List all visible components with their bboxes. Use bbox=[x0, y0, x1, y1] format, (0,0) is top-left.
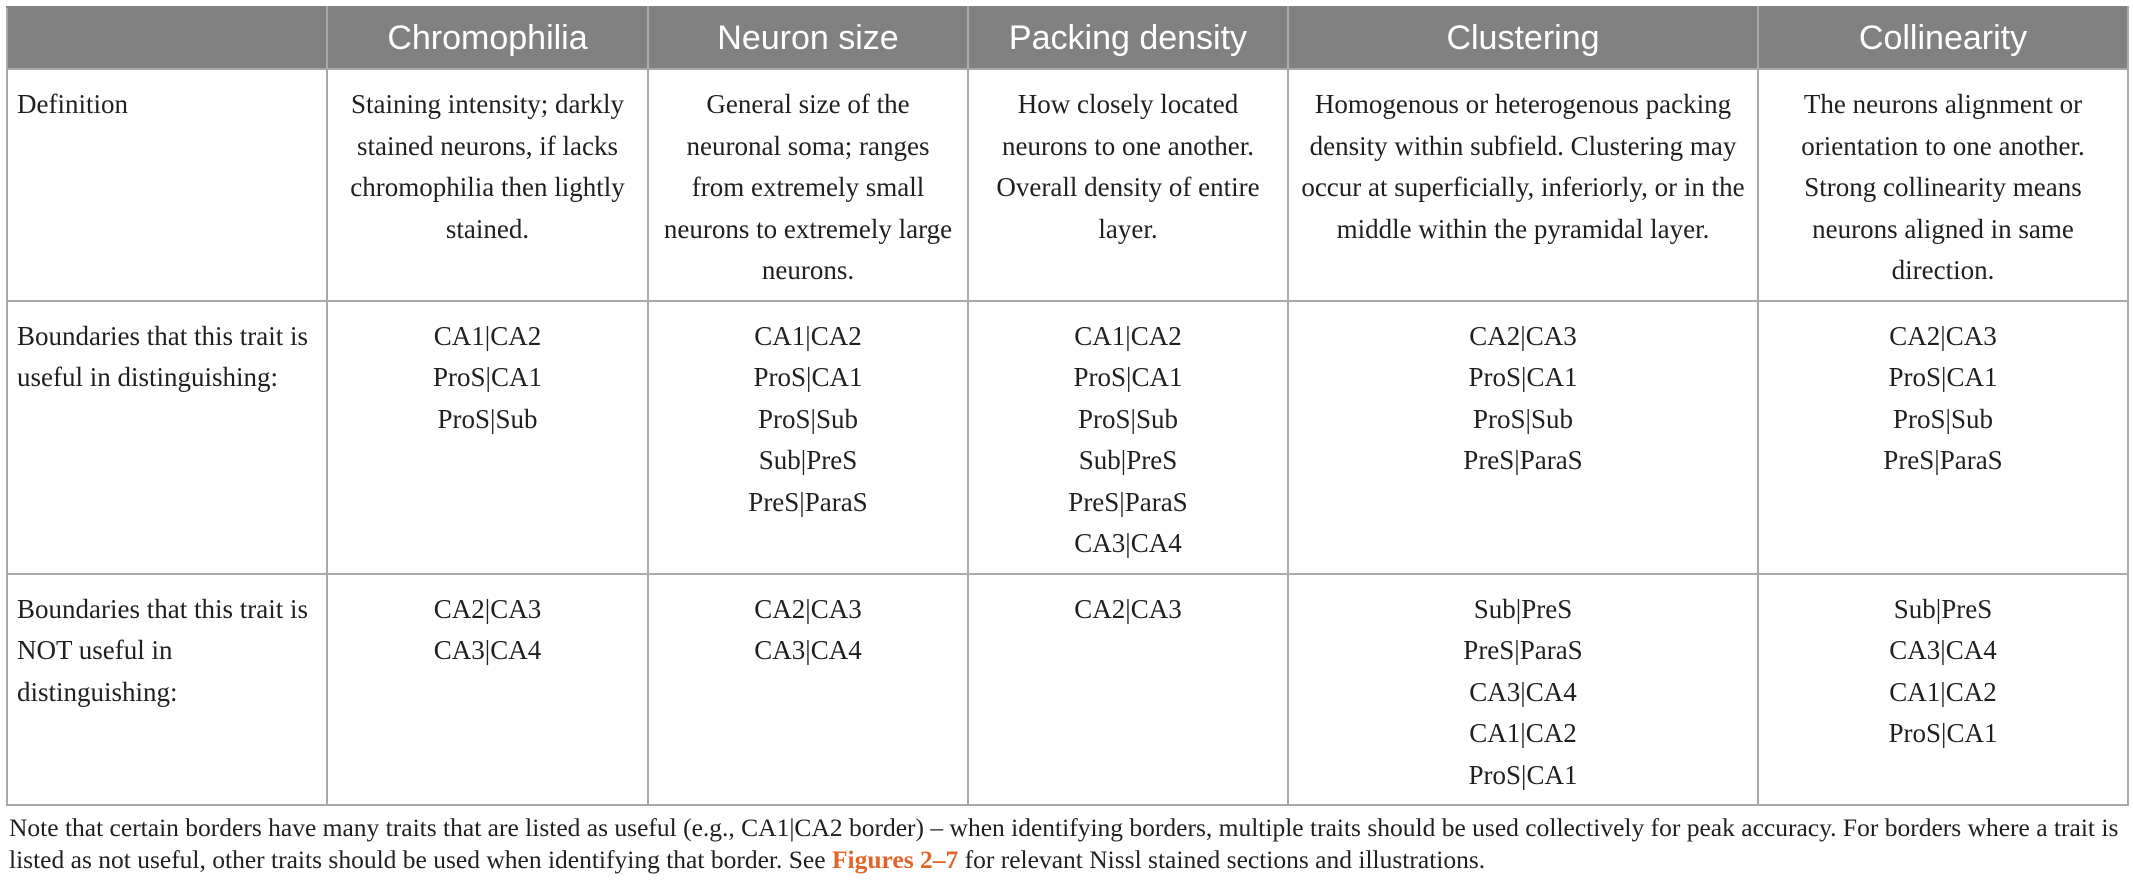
definition-chromophilia: Staining intensity; darkly stained neuro… bbox=[326, 68, 649, 302]
boundary-item: PreS|ParaS bbox=[1068, 486, 1188, 517]
figures-link[interactable]: Figures 2–7 bbox=[831, 845, 959, 874]
header-packing-density: Packing density bbox=[967, 6, 1289, 69]
boundary-item: ProS|CA1 bbox=[1468, 759, 1578, 790]
not-useful-packing-density: CA2|CA3 bbox=[967, 572, 1289, 806]
footnote-text-after: for relevant Nissl stained sections and … bbox=[958, 845, 1486, 874]
header-collinearity: Collinearity bbox=[1757, 6, 2129, 69]
boundary-item: ProS|Sub bbox=[1473, 403, 1573, 434]
footnote-text-before: Note that certain borders have many trai… bbox=[9, 813, 2119, 874]
not-useful-neuron-size: CA2|CA3 CA3|CA4 bbox=[647, 572, 969, 806]
row-label-useful: Boundaries that this trait is useful in … bbox=[6, 299, 328, 575]
boundary-item: CA3|CA4 bbox=[1889, 635, 1997, 665]
boundary-item: CA3|CA4 bbox=[754, 635, 862, 665]
boundary-item: CA2|CA3 bbox=[754, 593, 862, 624]
boundary-item: CA2|CA3 bbox=[1889, 320, 1997, 351]
traits-table: Chromophilia Neuron size Packing density… bbox=[6, 6, 2129, 806]
boundary-item: CA2|CA3 bbox=[433, 593, 542, 624]
boundary-item: CA3|CA4 bbox=[1074, 528, 1182, 558]
useful-clustering: CA2|CA3 ProS|CA1 ProS|Sub PreS|ParaS bbox=[1287, 299, 1759, 575]
boundary-item: CA2|CA3 bbox=[1074, 593, 1182, 624]
boundary-item: ProS|CA1 bbox=[433, 362, 542, 392]
boundary-item: CA1|CA2 bbox=[754, 320, 862, 351]
boundary-item: ProS|CA1 bbox=[1073, 362, 1183, 392]
boundary-item: CA1|CA2 bbox=[1889, 676, 1997, 707]
useful-chromophilia: CA1|CA2 ProS|CA1 ProS|Sub bbox=[326, 299, 649, 575]
boundary-item: ProS|CA1 bbox=[753, 362, 863, 392]
boundary-item: Sub|PreS bbox=[1473, 593, 1573, 624]
traits-table-container: Chromophilia Neuron size Packing density… bbox=[6, 6, 2129, 806]
boundary-item: PreS|ParaS bbox=[748, 486, 868, 517]
boundary-item: CA2|CA3 bbox=[1469, 320, 1577, 351]
header-clustering: Clustering bbox=[1287, 6, 1759, 69]
row-label-not-useful: Boundaries that this trait is NOT useful… bbox=[6, 572, 328, 806]
not-useful-chromophilia: CA2|CA3 CA3|CA4 bbox=[326, 572, 649, 806]
boundary-item: ProS|Sub bbox=[437, 403, 538, 434]
useful-collinearity: CA2|CA3 ProS|CA1 ProS|Sub PreS|ParaS bbox=[1757, 299, 2129, 575]
definition-neuron-size: General size of the neuronal soma; range… bbox=[647, 68, 969, 302]
table-row-not-useful: Boundaries that this trait is NOT useful… bbox=[6, 572, 2129, 806]
table-row-useful: Boundaries that this trait is useful in … bbox=[6, 299, 2129, 575]
definition-clustering: Homogenous or heterogenous packing densi… bbox=[1287, 68, 1759, 302]
boundary-item: CA3|CA4 bbox=[1469, 676, 1577, 707]
definition-packing-density: How closely located neurons to one anoth… bbox=[967, 68, 1289, 302]
boundary-item: PreS|ParaS bbox=[1883, 445, 2003, 475]
boundary-item: ProS|CA1 bbox=[1888, 718, 1998, 748]
boundary-item: Sub|PreS bbox=[758, 445, 858, 475]
useful-neuron-size: CA1|CA2 ProS|CA1 ProS|Sub Sub|PreS PreS|… bbox=[647, 299, 969, 575]
not-useful-collinearity: Sub|PreS CA3|CA4 CA1|CA2 ProS|CA1 bbox=[1757, 572, 2129, 806]
boundary-item: Sub|PreS bbox=[1078, 445, 1178, 475]
not-useful-clustering: Sub|PreS PreS|ParaS CA3|CA4 CA1|CA2 ProS… bbox=[1287, 572, 1759, 806]
header-cell-empty bbox=[6, 6, 328, 69]
boundary-item: CA1|CA2 bbox=[433, 320, 542, 351]
boundary-item: CA1|CA2 bbox=[1074, 320, 1182, 351]
boundary-item: CA3|CA4 bbox=[433, 635, 542, 665]
table-header-row: Chromophilia Neuron size Packing density… bbox=[6, 6, 2129, 69]
boundary-item: PreS|ParaS bbox=[1463, 635, 1583, 665]
definition-collinearity: The neurons alignment or orientation to … bbox=[1757, 68, 2129, 302]
header-neuron-size: Neuron size bbox=[647, 6, 969, 69]
boundary-item: ProS|Sub bbox=[758, 403, 858, 434]
boundary-item: PreS|ParaS bbox=[1463, 445, 1583, 475]
boundary-item: ProS|Sub bbox=[1893, 403, 1993, 434]
useful-packing-density: CA1|CA2 ProS|CA1 ProS|Sub Sub|PreS PreS|… bbox=[967, 299, 1289, 575]
boundary-item: Sub|PreS bbox=[1893, 593, 1993, 624]
boundary-item: ProS|CA1 bbox=[1888, 362, 1998, 392]
boundary-item: ProS|CA1 bbox=[1468, 362, 1578, 392]
boundary-item: ProS|Sub bbox=[1078, 403, 1178, 434]
row-label-definition: Definition bbox=[6, 68, 328, 302]
header-chromophilia: Chromophilia bbox=[326, 6, 649, 69]
table-footnote: Note that certain borders have many trai… bbox=[9, 812, 2129, 876]
table-row-definition: Definition Staining intensity; darkly st… bbox=[6, 68, 2129, 302]
boundary-item: CA1|CA2 bbox=[1469, 718, 1577, 748]
